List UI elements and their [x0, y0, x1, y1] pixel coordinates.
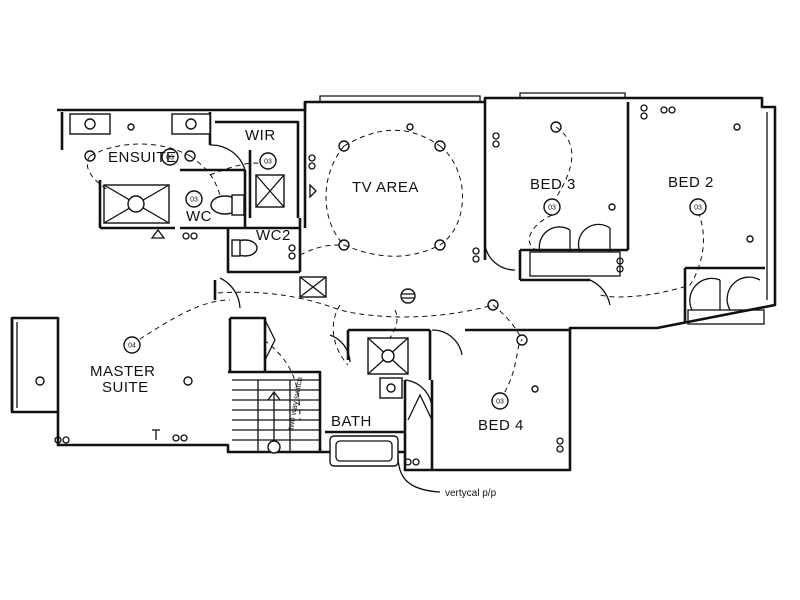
label-suite: SUITE [102, 379, 149, 396]
label-wc2: WC2 [256, 227, 291, 244]
label-bed4: BED 4 [478, 417, 524, 434]
svg-text:03: 03 [190, 197, 198, 204]
label-wir: WIR [245, 127, 276, 144]
staircase [232, 379, 320, 454]
tag-bed2: 03 [689, 198, 707, 216]
tag-bed4: 03 [491, 392, 509, 410]
svg-text:04: 04 [128, 343, 136, 350]
bathtub [329, 435, 399, 467]
svg-text:03: 03 [264, 159, 272, 166]
label-master: MASTER [90, 363, 156, 380]
tag-bed3: 03 [543, 198, 561, 216]
svg-text:03: 03 [548, 205, 556, 212]
smoke-detector [400, 288, 416, 304]
tag-ensuite: 03 [259, 152, 277, 170]
label-bed2: BED 2 [668, 174, 714, 191]
label-ensuite: ENSUITE [108, 149, 177, 166]
label-wc: WC [186, 208, 212, 225]
svg-text:03: 03 [694, 205, 702, 212]
room-labels: ENSUITE WIR TV AREA BED 3 BED 2 WC WC2 M… [90, 127, 714, 434]
svg-text:03: 03 [166, 155, 174, 162]
tag-ensuite-basin: 03 [161, 148, 179, 166]
circuit-tags: 03 03 03 03 03 04 03 [123, 148, 707, 410]
label-bed3: BED 3 [530, 176, 576, 193]
door-swings [209, 144, 611, 409]
label-bath: BATH [331, 413, 372, 430]
exterior-walls [10, 92, 777, 472]
circuit-wiring [86, 126, 704, 421]
power-outlets [54, 104, 676, 466]
tag-master: 04 [123, 336, 141, 354]
fixtures [69, 113, 416, 467]
svg-text:03: 03 [496, 399, 504, 406]
note-vertical-pp: vertycal p/p [445, 488, 497, 499]
label-tv-area: TV AREA [352, 179, 419, 196]
wardrobe-doors [407, 223, 765, 421]
note-two-way-switch: two way switch [286, 376, 304, 430]
tag-wc: 03 [185, 190, 203, 208]
